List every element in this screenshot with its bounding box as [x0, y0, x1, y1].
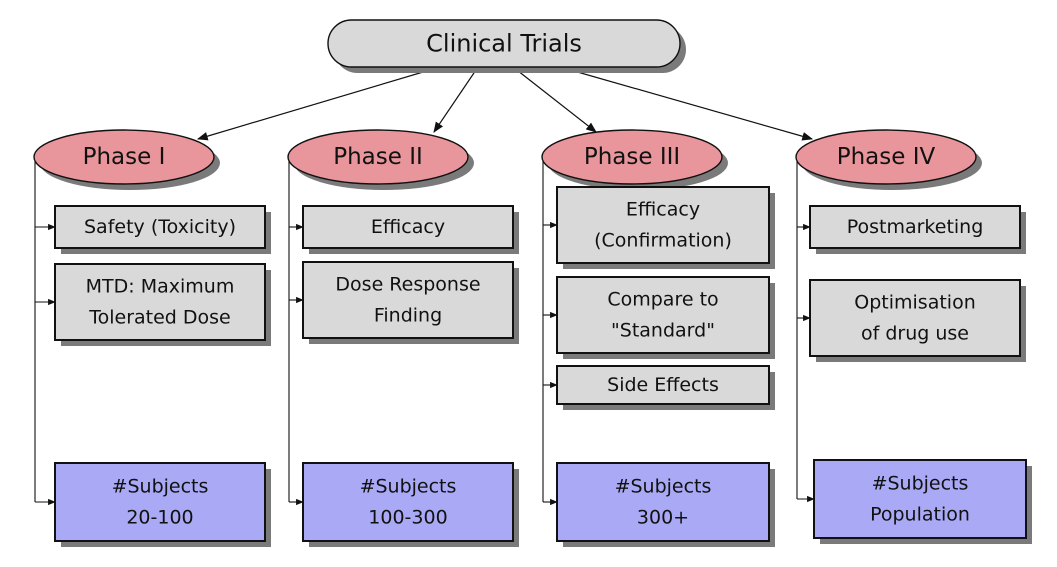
root-to-phase-arrow [433, 66, 479, 133]
phase-label: Phase III [584, 144, 680, 170]
phase-item-box: Safety (Toxicity) [54, 205, 271, 254]
phase-item-box: Postmarketing [809, 205, 1026, 254]
phase-item-box-shape [809, 205, 1021, 249]
subjects-label: 300+ [637, 507, 689, 529]
subjects-label: 20-100 [126, 507, 193, 529]
connectors [34, 66, 815, 506]
phase-item-box-shape [302, 205, 514, 249]
phase-item-box: Compare to "Standard" [556, 276, 775, 359]
phase-item-label: Tolerated Dose [88, 307, 231, 329]
subjects-box: #Subjects 300+ [556, 462, 775, 547]
root-to-phase-arrow [196, 66, 441, 141]
phase-item-label: of drug use [861, 323, 969, 345]
subjects-box-shape [54, 462, 266, 542]
subjects-label: #Subjects [615, 476, 712, 498]
phase-item-box: Efficacy (Confirmation) [556, 186, 775, 269]
subjects-label: 100-300 [368, 507, 447, 529]
phase-item-label: Optimisation [854, 292, 975, 314]
phase-item-label: Efficacy [626, 199, 700, 221]
root-to-phase-arrow [559, 66, 814, 141]
phase-column: Phase III Efficacy (Confirmation) Compare t… [541, 129, 775, 547]
subjects-box-shape [556, 462, 770, 542]
phase-item-label: Dose Response [335, 274, 480, 296]
phase-item-label: Compare to [607, 289, 718, 311]
phase-item-box-shape [556, 276, 770, 354]
phase-item-box-shape [302, 261, 514, 339]
subjects-label: #Subjects [360, 476, 457, 498]
subjects-label: Population [870, 504, 970, 526]
phase-item-label: (Confirmation) [594, 230, 732, 252]
phase-ellipse [541, 129, 723, 185]
subjects-box-shape [302, 462, 514, 542]
phase-item-label: Finding [374, 305, 442, 327]
phase-ellipse [33, 129, 215, 185]
phase-item-label: Side Effects [607, 374, 719, 396]
phase-item-label: Efficacy [371, 216, 445, 238]
phase-item-label: Safety (Toxicity) [84, 216, 236, 238]
root-node-shape [327, 19, 681, 68]
root-to-phase-arrow [512, 66, 597, 133]
phase-label: Phase IV [837, 144, 936, 170]
subjects-label: #Subjects [872, 473, 969, 495]
phase-item-box-shape [54, 205, 266, 249]
subjects-box: #Subjects 100-300 [302, 462, 519, 547]
phase-item-box: Efficacy [302, 205, 519, 254]
phase-item-box: Side Effects [556, 365, 775, 410]
root-title: Clinical Trials [426, 30, 582, 58]
phase-item-box-shape [54, 263, 266, 341]
phase-item-label: Postmarketing [847, 216, 984, 238]
phase-item-label: "Standard" [611, 320, 715, 342]
phase-item-box-shape [556, 186, 770, 264]
phase-item-box-shape [556, 365, 770, 405]
phase-column: Phase I Safety (Toxicity) MTD: MaximumTole… [33, 129, 271, 547]
subjects-box-shape [813, 459, 1027, 539]
phase-ellipse [287, 129, 469, 185]
phase-item-box-shape [809, 279, 1021, 357]
subjects-box: #Subjects 20-100 [54, 462, 271, 547]
phase-item-box: Optimisation of drug use [809, 279, 1026, 362]
phase-label: Phase I [83, 144, 166, 170]
phase-ellipse [795, 129, 977, 185]
phase-label: Phase II [333, 144, 423, 170]
subjects-label: #Subjects [112, 476, 209, 498]
root-node: Clinical Trials [327, 19, 686, 73]
phase-item-label: MTD: Maximum [86, 276, 235, 298]
